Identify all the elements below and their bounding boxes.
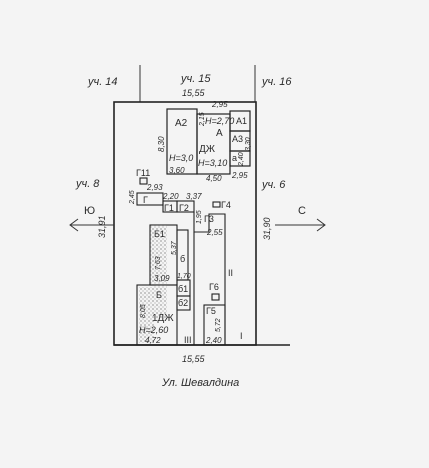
- west-arrow-head: [69, 218, 79, 232]
- yard-label-i: I: [240, 331, 243, 341]
- site-bottom-width: 15,55: [182, 354, 206, 364]
- building-dim-g3-height: 1,95: [196, 210, 203, 224]
- site-left-side: 31,91: [97, 215, 107, 238]
- building-g3: [193, 212, 226, 345]
- building-dim-b-width: 3,09: [154, 274, 170, 283]
- house-label-small-a: а: [232, 153, 237, 163]
- direction-west-label: Ю: [84, 205, 95, 217]
- building-g6-marker: [211, 293, 220, 301]
- building-label-g2: Г2: [179, 203, 189, 213]
- building-dim-g-width: 2,93: [146, 183, 163, 192]
- building-dim-b-height: 8,05: [140, 304, 147, 318]
- building-dim-g2-width: 3,37: [186, 192, 202, 201]
- building-label-g6: Г6: [209, 282, 219, 292]
- house-dim-a3-height: 3,30: [245, 137, 252, 151]
- site-top-width: 15,55: [182, 88, 206, 98]
- house-dim-a2-width: 3,60: [169, 166, 185, 175]
- house-label-a1: А1: [236, 116, 247, 126]
- house-width-top: 2,95: [211, 100, 228, 109]
- house-dim-a-height: 2,40: [238, 152, 245, 167]
- building-dim-g-height: 2,45: [129, 190, 136, 205]
- building-label-small-b2: б2: [178, 298, 188, 308]
- building-label-g3: Г3: [204, 214, 214, 224]
- house-height-3: Н=3,10: [198, 158, 227, 168]
- house-label-a: А: [216, 128, 223, 139]
- house-label-a2: А2: [175, 118, 188, 129]
- building-label-g: Г: [143, 195, 148, 205]
- neighbor-label-mid-right: уч. 6: [261, 179, 286, 191]
- building-g4-marker: [212, 201, 221, 208]
- outbuildings-b-group: [136, 224, 191, 346]
- house-porch-a: [229, 150, 251, 167]
- building-label-small-b1: б1: [178, 284, 188, 294]
- house-height-2: Н=3,0: [169, 153, 193, 163]
- house-label-a3: А3: [232, 134, 243, 144]
- building-b-inner: [154, 285, 167, 319]
- building-dim-g1-width: 2,20: [162, 192, 179, 201]
- building-label-b: Б: [156, 290, 162, 300]
- yard-label-ii: II: [228, 268, 233, 278]
- building-g2: [176, 200, 195, 213]
- direction-east-label: С: [298, 205, 306, 217]
- building-b-hatched: [139, 287, 154, 343]
- main-house: [166, 108, 251, 175]
- building-label-small-b: б: [180, 254, 185, 264]
- neighbor-label-top-right: уч. 16: [261, 76, 292, 88]
- building-dim-b1-width: 5,37: [171, 240, 178, 255]
- yard-label-iii: III: [184, 335, 192, 345]
- building-label-g11: Г11: [136, 168, 150, 178]
- building-dim-b1-height: 7,63: [155, 256, 162, 270]
- neighbor-label-mid-left: уч. 8: [75, 178, 100, 190]
- neighbor-label-top-mid: уч. 15: [180, 73, 211, 85]
- building-label-g5: Г5: [206, 306, 216, 316]
- house-label-dzh: ДЖ: [199, 144, 216, 155]
- building-label-dzh2: 1ДЖ: [152, 313, 174, 324]
- building-g: [136, 192, 164, 206]
- outbuildings-upper: [136, 177, 226, 345]
- house-dim-a-width: 4,50: [206, 174, 222, 183]
- building-g11-marker: [139, 177, 148, 185]
- building-label-g1: Г1: [164, 203, 174, 213]
- building-dim-b1-inner: 1,70: [177, 273, 191, 280]
- east-arrow-head: [316, 218, 326, 232]
- house-dim-a3-width: 2,95: [231, 171, 248, 180]
- building-label-b1: Б1: [154, 229, 165, 239]
- building-b1-hatched: [150, 225, 167, 285]
- site-right-side: 31,90: [262, 217, 272, 240]
- building-g5: [203, 304, 226, 346]
- building-height-b: Н=2,60: [139, 325, 168, 335]
- house-dim-a2-height: 8,30: [157, 136, 166, 152]
- building-dim-g3-width: 2,55: [206, 228, 223, 237]
- building-label-g4: Г4: [221, 200, 231, 210]
- house-height-1: Н=2,70: [205, 116, 234, 126]
- building-dim-b-bottom: 4,72: [145, 336, 161, 345]
- building-dim-g5-height: 5,72: [215, 318, 222, 332]
- neighbor-label-top-left: уч. 14: [87, 76, 118, 88]
- outbuildings-lower-right: [203, 293, 226, 346]
- building-small-b2: [176, 295, 191, 311]
- building-dim-g5-width: 2,40: [205, 336, 222, 345]
- street-label: Ул. Шевалдина: [161, 377, 239, 389]
- house-dim-notch: 2,15: [199, 112, 206, 127]
